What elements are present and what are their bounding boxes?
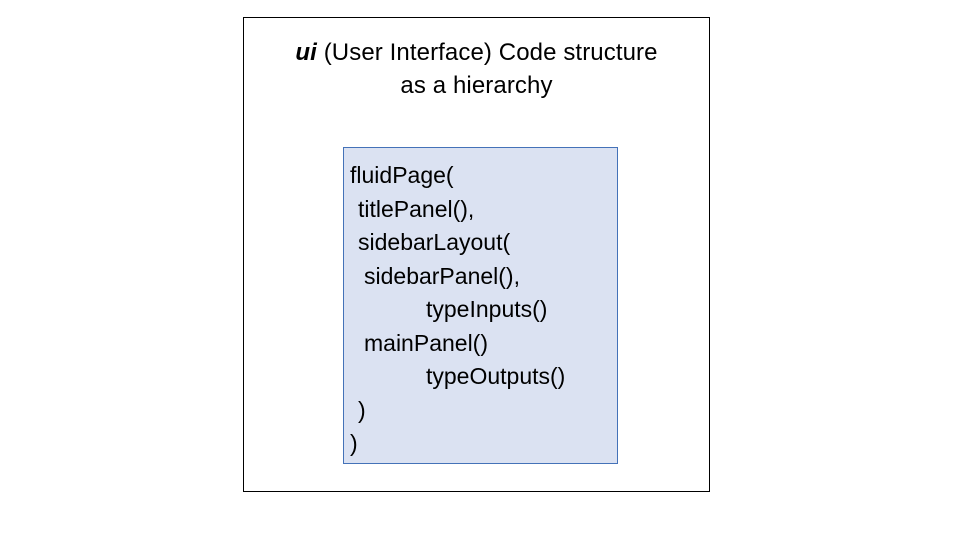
code-line: titlePanel(), [358, 195, 475, 222]
title-line-1-rest: (User Interface) Code structure [316, 39, 658, 66]
code-line: sidebarLayout( [358, 229, 511, 255]
code-line: ) [350, 430, 358, 456]
title-line-2: as a hierarchy [400, 72, 553, 99]
slide-frame: ui (User Interface) Code structure as a … [243, 17, 710, 492]
code-block-panel: fluidPage( titlePanel(), sidebarLayout( sid… [343, 147, 618, 464]
code-line: typeOutputs() [426, 363, 566, 389]
code-line: typeInputs() [426, 296, 548, 322]
page-title: ui (User Interface) Code structure as a … [244, 36, 709, 102]
code-line: sidebarPanel(), [364, 262, 520, 289]
title-line-1: ui (User Interface) Code structure [244, 36, 709, 69]
code-line: fluidPage( [350, 162, 454, 188]
title-emphasis-token: ui [295, 39, 317, 66]
code-line: mainPanel() [364, 329, 488, 356]
code-listing: fluidPage( titlePanel(), sidebarLayout( sid… [344, 159, 617, 461]
code-line: ) [358, 396, 366, 423]
